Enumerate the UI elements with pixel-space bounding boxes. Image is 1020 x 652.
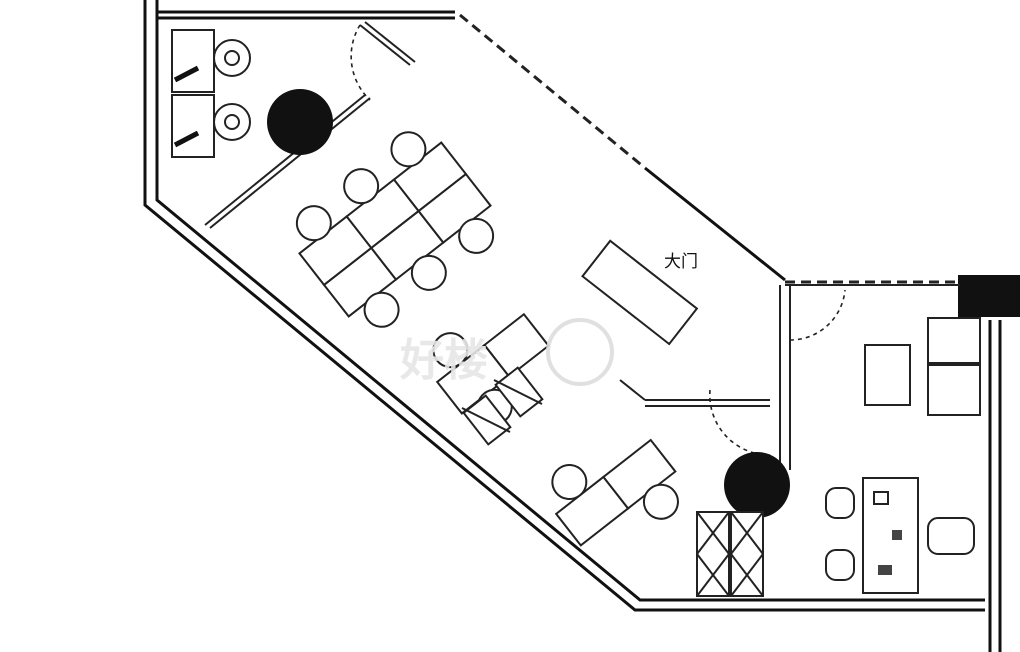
column-circle [267,89,333,155]
interior-partitions [204,21,791,470]
watermark-text: 好楼 [399,335,488,386]
door-arcs [350,24,846,456]
watermark: 好楼 [399,318,614,386]
storage-cabinets [461,366,764,597]
workstation-cluster [551,438,679,547]
reception-counter [581,239,699,346]
glass-partition [459,13,960,286]
main-door-label: 大门 [664,252,698,272]
watermark-logo [546,318,614,386]
right-room-furniture [825,317,981,594]
office-desk-group [171,29,251,158]
workstation-cluster [295,131,495,328]
outer-walls [143,0,1020,652]
column-circle [724,452,790,518]
column-block [958,275,1020,317]
